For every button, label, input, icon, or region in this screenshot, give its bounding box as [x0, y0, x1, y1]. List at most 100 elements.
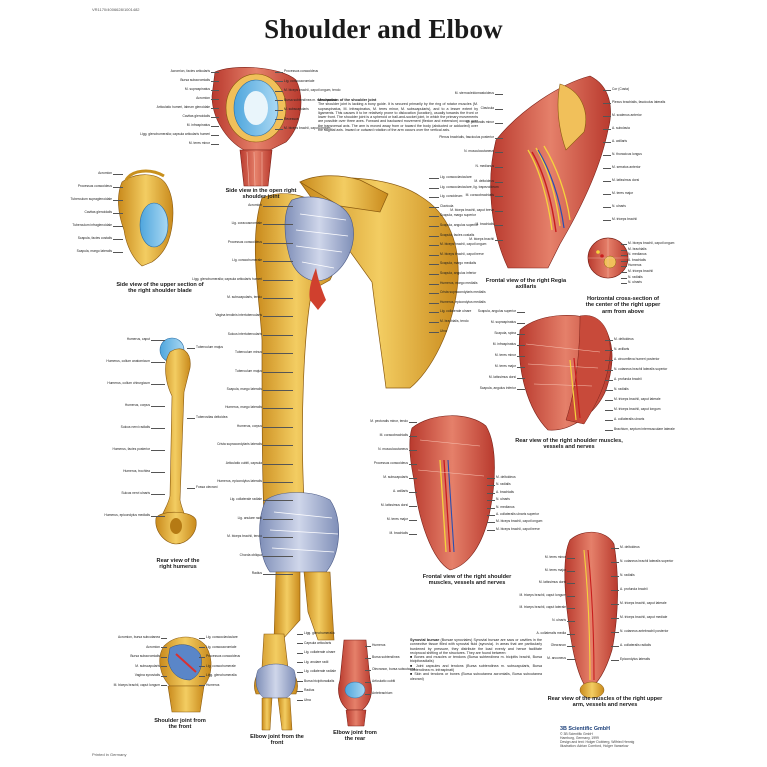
leader-line	[495, 225, 503, 227]
anatomy-label: Tuberculum supraglenoidale	[70, 197, 112, 201]
leader-line	[495, 108, 503, 110]
leader-line	[297, 681, 303, 683]
leader-line	[151, 383, 165, 385]
leader-line	[517, 355, 525, 357]
anatomy-label: N. ulnaris	[612, 204, 626, 208]
anatomy-label: M. triceps brachii, caput laterale	[620, 601, 667, 605]
anatomy-label: Bursa subtendinea m. subscapularis	[284, 97, 338, 102]
leader-line	[263, 334, 293, 336]
product-code: VR1170/4006628/1001482	[92, 7, 140, 12]
anatomy-label: Humerus, trochlea	[123, 469, 150, 473]
anatomy-label: A. axillaris	[392, 489, 408, 493]
anatomy-label: A. circumflexa humeri posterior	[614, 357, 660, 361]
anatomy-label: Lig. collaterale radiale	[304, 669, 337, 673]
anatomy-label: M. teres major	[612, 191, 634, 195]
leader-line	[487, 507, 495, 509]
leader-line	[113, 212, 123, 214]
anatomy-label: Chorda obliqua	[239, 552, 262, 557]
leader-line	[263, 353, 293, 355]
anatomy-label: M. biceps brachii, caput breve	[496, 526, 540, 531]
bursae-item: Bones and muscles or tendons (Bursa subt…	[410, 655, 542, 664]
leader-line	[517, 366, 525, 368]
leader-line	[567, 658, 575, 660]
leader-line	[409, 435, 417, 437]
leader-line	[113, 238, 123, 240]
anatomy-label: M. biceps brachii, caput longum	[113, 682, 160, 687]
leader-line	[517, 388, 525, 390]
anatomy-label: A. brachialis	[628, 257, 646, 262]
leader-line	[263, 426, 293, 428]
leader-line	[603, 89, 611, 91]
anatomy-label: Lig. coracoacromiale	[206, 644, 237, 649]
anatomy-label: N. medianus	[496, 504, 515, 509]
anatomy-label: Humerus, epicondylus medialis	[104, 513, 150, 517]
anatomy-label: Bursa bicipitoradialis	[304, 678, 335, 683]
anatomy-label: N. radialis	[628, 274, 643, 279]
leader-line	[161, 637, 167, 639]
anatomy-label: M. triceps brachii, caput longum	[519, 592, 566, 597]
anatomy-label: M. serratus anterior	[612, 165, 641, 169]
caption-rear-humerus: Rear view of the right humerus	[156, 558, 200, 571]
anatomy-label: Bursa subacromialis	[130, 654, 160, 658]
leader-line	[263, 242, 293, 244]
leader-line	[429, 321, 439, 323]
leader-line	[495, 196, 503, 198]
leader-line	[495, 181, 503, 183]
anatomy-label: M. pectoralis minor, tendo	[370, 419, 408, 423]
anatomy-label: Acromion	[146, 644, 160, 649]
anatomy-label: Humerus	[372, 643, 386, 647]
leader-line	[611, 603, 619, 605]
anatomy-label: M. latissimus dorsi	[538, 580, 566, 585]
leader-line	[365, 693, 371, 695]
anatomy-label: Scapula, facies costalis	[440, 232, 475, 237]
leader-line	[263, 279, 293, 281]
anatomy-label: Humerus, margo lateralis	[225, 405, 262, 410]
leader-line	[611, 645, 619, 647]
bursae-body: (Bursae synoviales) Synovial bursae are …	[410, 638, 542, 655]
leader-line	[187, 417, 195, 419]
leader-line	[263, 205, 293, 207]
leader-line	[199, 675, 205, 677]
leader-line	[263, 463, 293, 465]
leader-line	[611, 631, 619, 633]
anatomy-label: N. ulnaris	[552, 618, 566, 622]
leader-line	[365, 645, 371, 647]
leader-line	[297, 671, 303, 673]
anatomy-label: Lig. coracoclaviculare	[206, 635, 238, 639]
bursae-heading: Synovial bursae	[410, 638, 440, 642]
anatomy-label: M. biceps brachii, caput longum	[440, 242, 487, 247]
leader-line	[517, 322, 525, 324]
leader-line	[211, 98, 219, 100]
anatomy-label: M. deltoideus	[614, 337, 634, 341]
anatomy-label: A. collateralis media	[536, 630, 566, 635]
leader-line	[263, 518, 293, 520]
anatomy-label: Antebrachium	[372, 691, 393, 695]
anatomy-label: M. triceps brachii, caput longum	[614, 407, 661, 411]
leader-line	[495, 166, 503, 168]
leader-line	[263, 481, 293, 483]
leader-line	[161, 666, 167, 668]
leader-line	[297, 690, 303, 692]
anatomy-label: M. teres major	[386, 517, 408, 521]
leader-line	[611, 617, 619, 619]
leader-line	[113, 225, 123, 227]
publisher-line: Design and text: Holger Dobberg, Wilfrie…	[560, 739, 635, 744]
anatomy-label: Tuberculum majus	[196, 345, 223, 349]
leader-line	[263, 500, 293, 502]
anatomy-label: Humerus	[628, 263, 642, 268]
leader-line	[429, 225, 439, 227]
anatomy-label: N. cutaneus antebrachii posterior	[620, 629, 669, 633]
caption-elbow-rear: Elbow joint from the rear	[333, 730, 377, 743]
anatomy-label: Lig. coracohumerale	[206, 663, 236, 668]
side-open-joint-figure	[211, 67, 302, 187]
bursae-item: Joint capsules and tendons (Bursa subten…	[410, 663, 542, 673]
leader-line	[495, 137, 503, 139]
leader-line	[603, 115, 611, 117]
leader-line	[263, 224, 293, 226]
leader-line	[275, 119, 283, 121]
bursae-text: Synovial bursae (Bursae synoviales) Syno…	[410, 638, 543, 681]
anatomy-label: N. musculocutaneus	[378, 447, 408, 451]
leader-line	[263, 445, 293, 447]
